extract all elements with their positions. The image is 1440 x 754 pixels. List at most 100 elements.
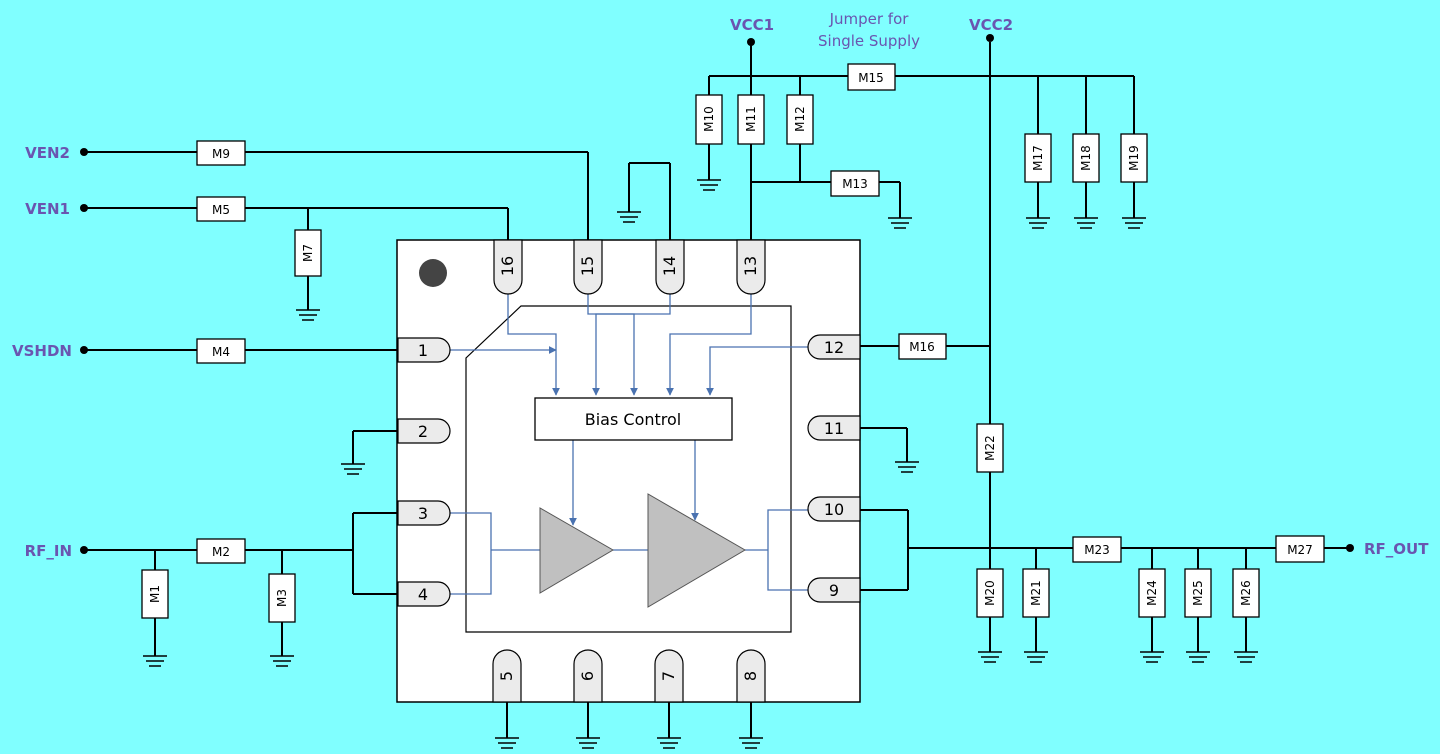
svg-text:M15: M15 <box>858 71 884 85</box>
pin-9[interactable]: 9 <box>807 577 861 603</box>
pin-11[interactable]: 11 <box>807 415 861 441</box>
component-m10[interactable]: M10 <box>695 94 723 145</box>
ground-icon <box>1234 651 1258 663</box>
component-m15[interactable]: M15 <box>847 63 896 91</box>
net-label-rf-out: RF_OUT <box>1364 540 1429 558</box>
svg-text:M2: M2 <box>212 545 230 559</box>
svg-text:M24: M24 <box>1145 580 1159 606</box>
svg-text:14: 14 <box>660 256 679 276</box>
pin1-indicator-dot <box>419 259 447 287</box>
component-m25[interactable]: M25 <box>1184 568 1212 618</box>
component-m19[interactable]: M19 <box>1120 133 1148 183</box>
ground-icon <box>697 179 721 191</box>
internal-signal-paths <box>450 292 808 595</box>
pin-8[interactable]: 8 <box>736 649 766 703</box>
component-m18[interactable]: M18 <box>1072 133 1100 183</box>
svg-text:M5: M5 <box>212 203 230 217</box>
component-m3[interactable]: M3 <box>268 573 296 623</box>
ground-icon <box>617 211 641 223</box>
ic-pins: 1 2 3 4 12 11 10 9 <box>397 239 861 703</box>
ground-icon <box>657 737 681 749</box>
terminal-rf-in[interactable] <box>80 546 88 554</box>
terminal-vcc1[interactable] <box>747 38 755 46</box>
pin-6[interactable]: 6 <box>573 649 603 703</box>
ground-icon <box>1186 651 1210 663</box>
component-m17[interactable]: M17 <box>1024 133 1052 183</box>
pin-1[interactable]: 1 <box>397 337 451 363</box>
svg-text:6: 6 <box>578 671 597 681</box>
component-m4[interactable]: M4 <box>196 338 246 364</box>
svg-text:13: 13 <box>741 256 760 276</box>
pin-2[interactable]: 2 <box>397 418 451 444</box>
ground-icon <box>1024 651 1048 663</box>
pin-12[interactable]: 12 <box>807 334 861 360</box>
net-labels: VCC1 VCC2 VEN2 VEN1 VSHDN RF_IN RF_OUT J… <box>12 10 1429 560</box>
pin-13[interactable]: 13 <box>736 239 766 295</box>
pin-14[interactable]: 14 <box>655 239 685 295</box>
pin-10[interactable]: 10 <box>807 496 861 522</box>
component-m27[interactable]: M27 <box>1275 535 1325 563</box>
svg-text:10: 10 <box>824 500 844 519</box>
jumper-note-line2: Single Supply <box>818 32 920 50</box>
component-m5[interactable]: M5 <box>196 196 246 222</box>
ground-icon <box>1122 217 1146 229</box>
svg-text:M25: M25 <box>1191 580 1205 606</box>
terminal-ven2[interactable] <box>80 148 88 156</box>
svg-text:M27: M27 <box>1287 543 1313 557</box>
ground-icon <box>576 737 600 749</box>
svg-text:M19: M19 <box>1127 145 1141 171</box>
component-m26[interactable]: M26 <box>1232 568 1260 618</box>
component-m12[interactable]: M12 <box>786 94 814 145</box>
component-m20[interactable]: M20 <box>976 568 1004 618</box>
component-m23[interactable]: M23 <box>1072 536 1122 563</box>
ground-icon <box>296 309 320 321</box>
component-m2[interactable]: M2 <box>196 538 246 564</box>
component-m22[interactable]: M22 <box>976 423 1004 473</box>
ground-icon <box>495 737 519 749</box>
svg-text:2: 2 <box>418 422 428 441</box>
pin-3[interactable]: 3 <box>397 500 451 526</box>
die-outline <box>465 305 792 633</box>
svg-text:M20: M20 <box>983 580 997 606</box>
component-m7[interactable]: M7 <box>294 229 322 277</box>
jumper-note-line1: Jumper for <box>829 10 910 28</box>
pin-16[interactable]: 16 <box>493 239 523 295</box>
svg-text:9: 9 <box>829 581 839 600</box>
ground-icon <box>739 737 763 749</box>
svg-text:5: 5 <box>497 671 516 681</box>
component-m9[interactable]: M9 <box>196 140 246 166</box>
amplifier-stage-2-icon <box>647 493 746 608</box>
terminal-rf-out[interactable] <box>1346 544 1354 552</box>
svg-text:M18: M18 <box>1079 145 1093 171</box>
svg-text:M23: M23 <box>1084 543 1110 557</box>
svg-text:M13: M13 <box>842 177 868 191</box>
terminal-ven1[interactable] <box>80 204 88 212</box>
pin-4[interactable]: 4 <box>397 581 451 607</box>
ic-package <box>396 239 861 703</box>
svg-text:M7: M7 <box>301 244 315 262</box>
net-label-vcc2: VCC2 <box>969 16 1013 34</box>
net-label-ven2: VEN2 <box>25 144 70 162</box>
pin-7[interactable]: 7 <box>654 649 684 703</box>
component-m13[interactable]: M13 <box>830 170 880 197</box>
pin-5[interactable]: 5 <box>492 649 522 703</box>
component-m11[interactable]: M11 <box>737 94 765 145</box>
pin-15[interactable]: 15 <box>573 239 603 295</box>
terminal-vshdn[interactable] <box>80 346 88 354</box>
svg-text:M22: M22 <box>983 435 997 461</box>
component-m21[interactable]: M21 <box>1022 568 1050 618</box>
svg-text:M11: M11 <box>744 106 758 132</box>
component-m16[interactable]: M16 <box>898 333 947 360</box>
svg-text:1: 1 <box>418 341 428 360</box>
bias-control-block: Bias Control <box>534 397 733 441</box>
svg-text:M21: M21 <box>1029 580 1043 606</box>
ground-icon <box>1026 217 1050 229</box>
component-m24[interactable]: M24 <box>1138 568 1166 618</box>
component-m1[interactable]: M1 <box>141 569 169 619</box>
ground-icon <box>341 463 365 475</box>
svg-text:M12: M12 <box>793 106 807 132</box>
svg-text:M4: M4 <box>212 345 230 359</box>
net-label-vcc1: VCC1 <box>730 16 774 34</box>
terminal-vcc2[interactable] <box>986 34 994 42</box>
